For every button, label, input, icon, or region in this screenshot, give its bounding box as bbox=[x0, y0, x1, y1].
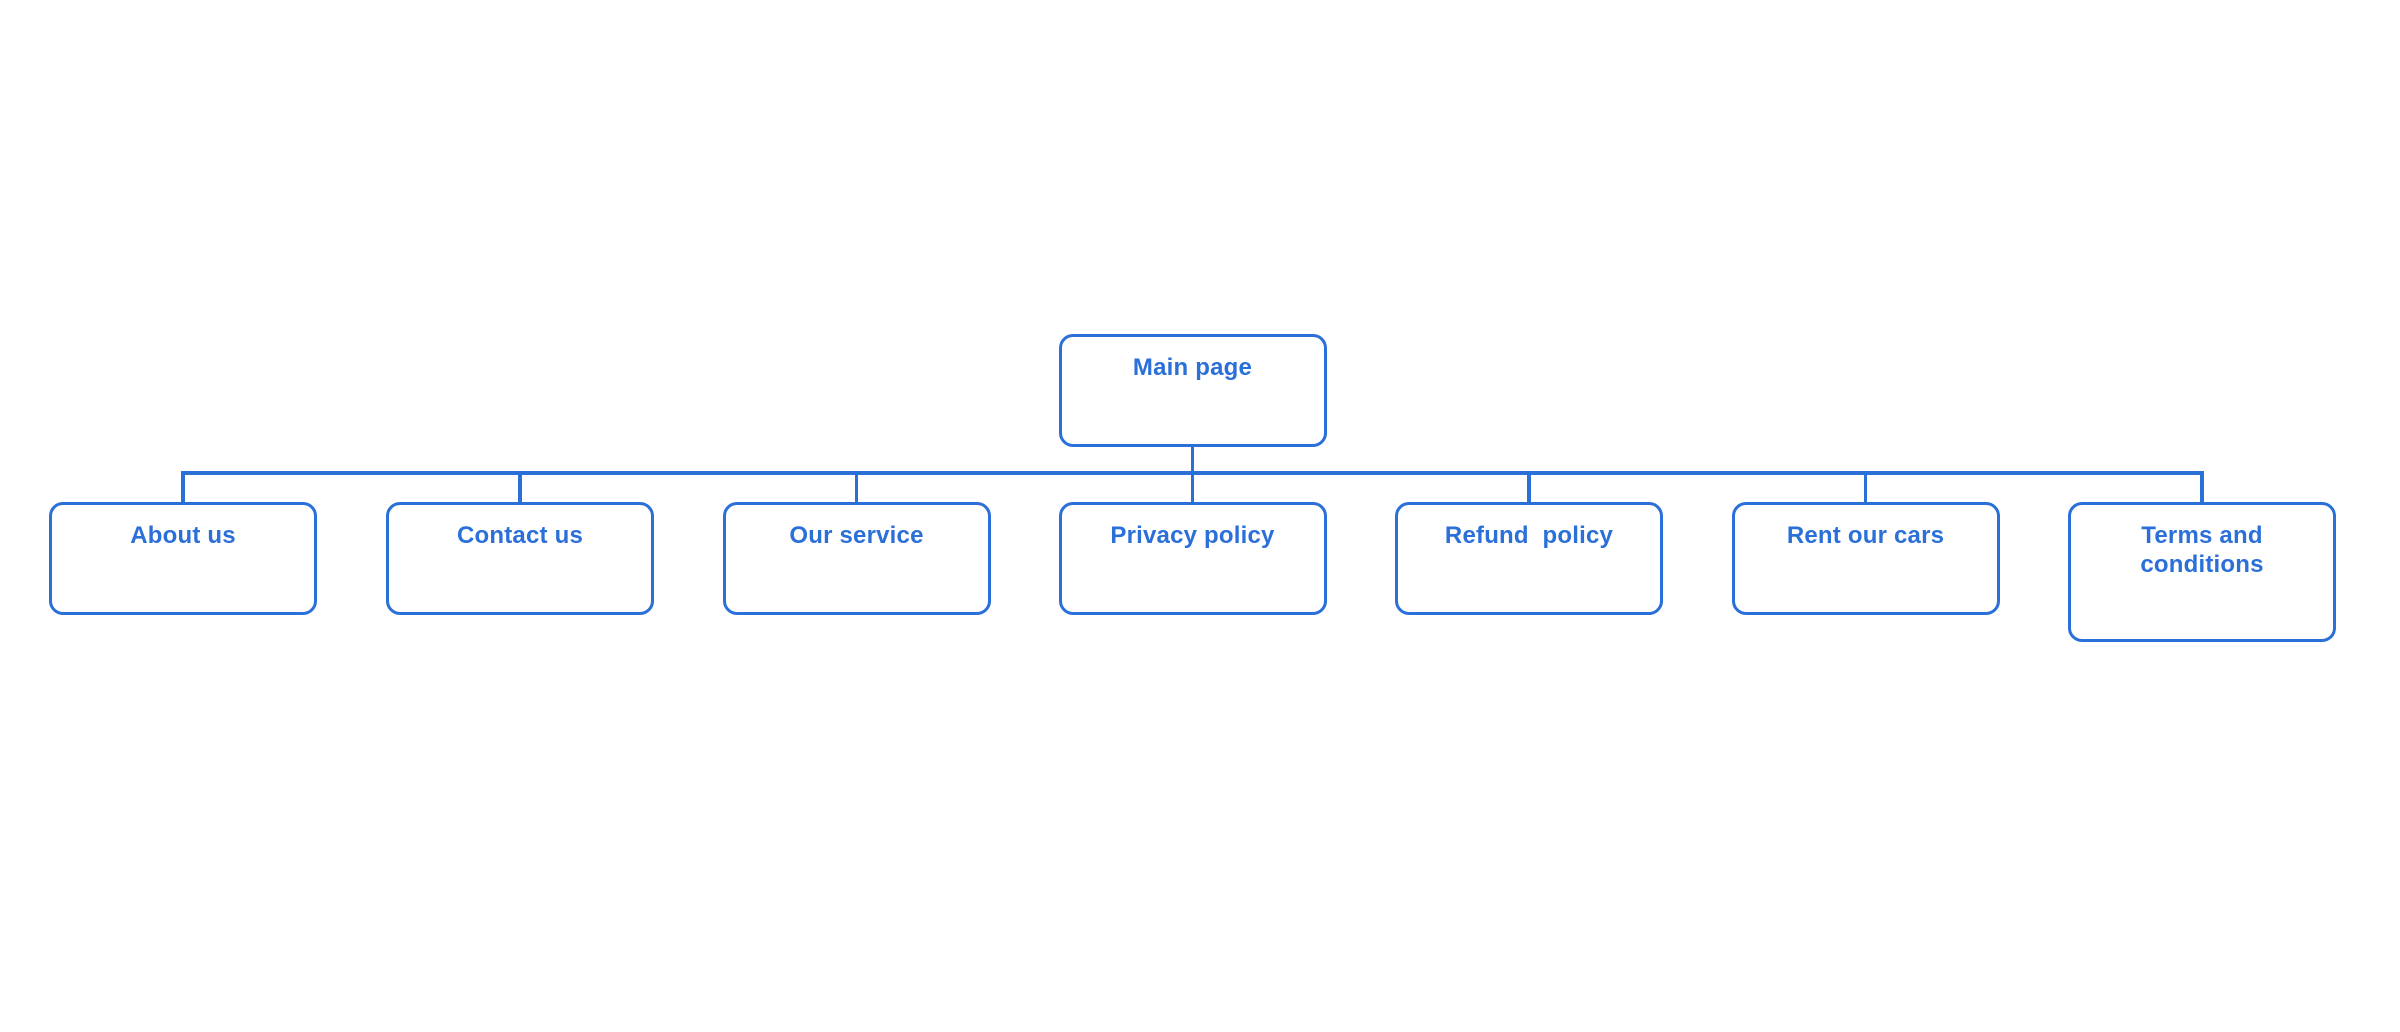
node-label-main-page: Main page bbox=[1132, 354, 1253, 381]
connector-drop-our-service bbox=[854, 471, 859, 502]
node-about-us[interactable]: About us bbox=[49, 502, 317, 615]
node-label-rent-our-cars: Rent our cars bbox=[1786, 522, 1945, 549]
connector-drop-terms-and-conditions bbox=[2200, 471, 2204, 502]
node-label-refund-policy: Refund policy bbox=[1444, 522, 1614, 549]
node-rent-our-cars[interactable]: Rent our cars bbox=[1731, 502, 2000, 615]
connector-drop-refund-policy bbox=[1527, 471, 1531, 502]
node-label-privacy-policy: Privacy policy bbox=[1110, 522, 1275, 549]
node-our-service[interactable]: Our service bbox=[722, 502, 991, 615]
node-label-terms-and-conditions: Terms and conditions bbox=[2140, 522, 2264, 578]
connector-drop-privacy-policy bbox=[1190, 471, 1195, 502]
node-label-our-service: Our service bbox=[789, 522, 924, 549]
connector-drop-about-us bbox=[181, 471, 185, 502]
node-refund-policy[interactable]: Refund policy bbox=[1395, 502, 1663, 615]
node-terms-and-conditions[interactable]: Terms and conditions bbox=[2068, 502, 2336, 642]
node-privacy-policy[interactable]: Privacy policy bbox=[1058, 502, 1327, 615]
node-label-about-us: About us bbox=[130, 522, 236, 549]
node-main-page[interactable]: Main page bbox=[1058, 334, 1327, 447]
connector-trunk bbox=[1190, 447, 1195, 475]
connector-drop-rent-our-cars bbox=[1863, 471, 1868, 502]
connector-drop-contact-us bbox=[518, 471, 522, 502]
node-label-contact-us: Contact us bbox=[456, 522, 583, 549]
node-contact-us[interactable]: Contact us bbox=[386, 502, 654, 615]
